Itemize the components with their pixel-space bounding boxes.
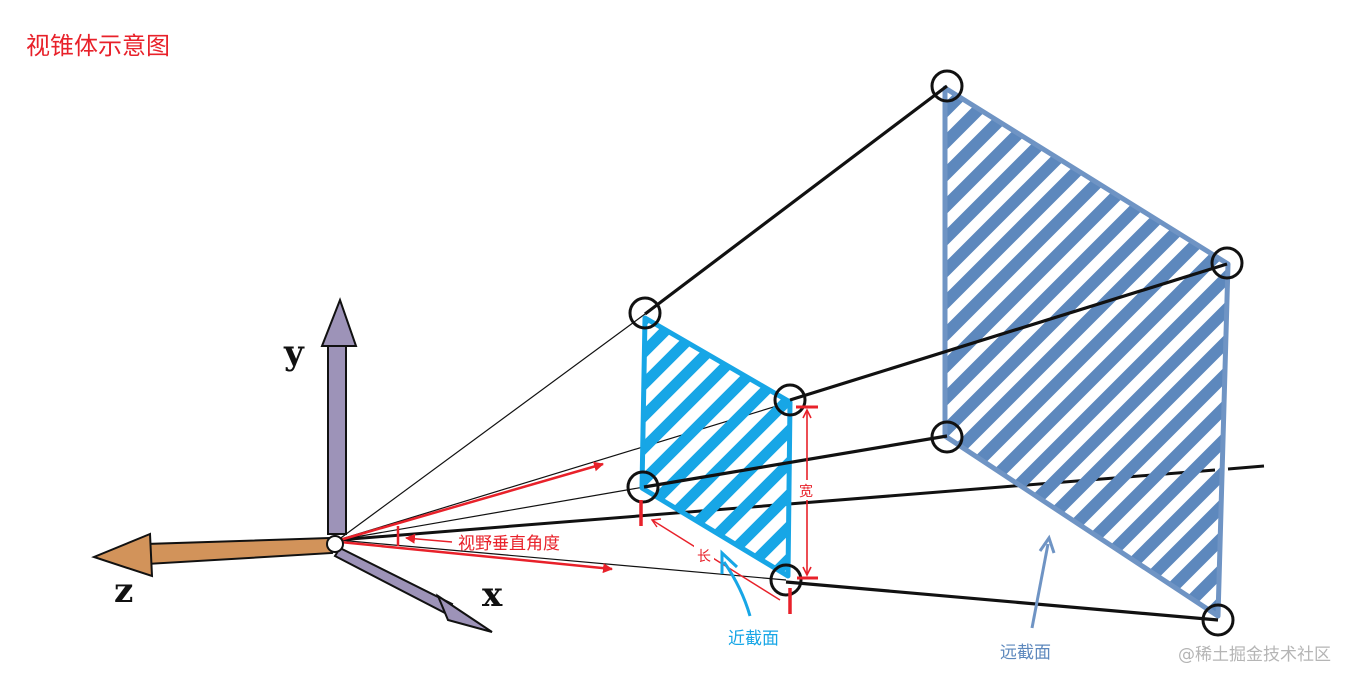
near-top-left-corner: [628, 296, 662, 330]
hatch-stripe: [945, 88, 1130, 616]
hatch-stripe: [642, 318, 790, 576]
hatch-stripe: [1210, 88, 1228, 616]
hatch-stripe: [945, 88, 1228, 616]
length-label: 长: [697, 549, 711, 565]
width-label-bg: [797, 480, 817, 500]
width-label: 宽: [799, 483, 813, 500]
hatch-stripe: [945, 88, 1228, 616]
fov-label-pointer: [405, 533, 453, 544]
hatch-stripe: [945, 88, 1098, 616]
near-bottom-right-corner: [769, 563, 803, 597]
hatch-stripe: [1248, 60, 1360, 640]
far-top-right-corner: [1210, 246, 1244, 280]
fov-rays: [339, 461, 613, 574]
frustum-edges: [643, 84, 1228, 622]
hatch-stripe: [320, 60, 900, 640]
far-top-left-corner: [930, 69, 964, 103]
hatch-stripe: [945, 88, 1228, 616]
corner-markers: [626, 69, 1244, 637]
hatch-stripe: [1018, 88, 1228, 616]
y-axis-arrow: [320, 297, 358, 535]
hatch-stripe: [642, 318, 790, 576]
hatch-stripe: [1082, 88, 1228, 616]
diagram-title: 视锥体示意图: [26, 32, 170, 60]
x-axis-label: x: [482, 575, 503, 615]
hatch-stripe: [642, 318, 790, 576]
origin-marker: [326, 535, 344, 553]
hatch-stripe: [710, 318, 790, 576]
fov-vertical-label: 视野垂直角度: [458, 534, 560, 554]
near-top-right-corner: [773, 383, 807, 417]
hatch-stripe: [945, 88, 1228, 616]
hatch-stripe: [945, 88, 1226, 616]
hatch-stripe: [642, 318, 734, 576]
hatch-stripe: [1050, 88, 1228, 616]
watermark: @稀土掘金技术社区: [1178, 645, 1331, 665]
hatch-stripe: [945, 88, 1228, 616]
hatch-stripe: [1280, 60, 1360, 640]
hatch-stripe: [945, 88, 1066, 616]
hatch-stripe: [1312, 60, 1360, 640]
far-bottom-left-corner: [930, 420, 964, 454]
near-plane-pointer: [720, 549, 752, 617]
hatch-stripe: [1344, 60, 1360, 640]
hatch-stripe: [642, 318, 790, 576]
far-plane: [942, 85, 1231, 619]
hatch-stripe: [1114, 88, 1228, 616]
z-axis-arrow: [91, 532, 334, 578]
near-plane: [639, 315, 793, 579]
near-bottom-left-corner: [626, 470, 660, 504]
hatch-stripe: [945, 88, 1228, 616]
length-label-bg: [694, 545, 714, 565]
hatch-stripe: [642, 318, 702, 576]
hatch-stripe: [642, 318, 670, 576]
far-bottom-right-corner: [1201, 603, 1235, 637]
length-dimension: [639, 500, 792, 614]
near-plane-label: 近截面: [728, 629, 779, 649]
y-axis-label: y: [283, 333, 305, 373]
far-plane-label: 远截面: [1000, 643, 1051, 663]
far-plane-pointer: [1030, 534, 1056, 629]
x-axis-arrow: [333, 546, 493, 633]
z-axis-label: z: [114, 571, 133, 611]
frustum-inner-lines: [337, 313, 791, 581]
